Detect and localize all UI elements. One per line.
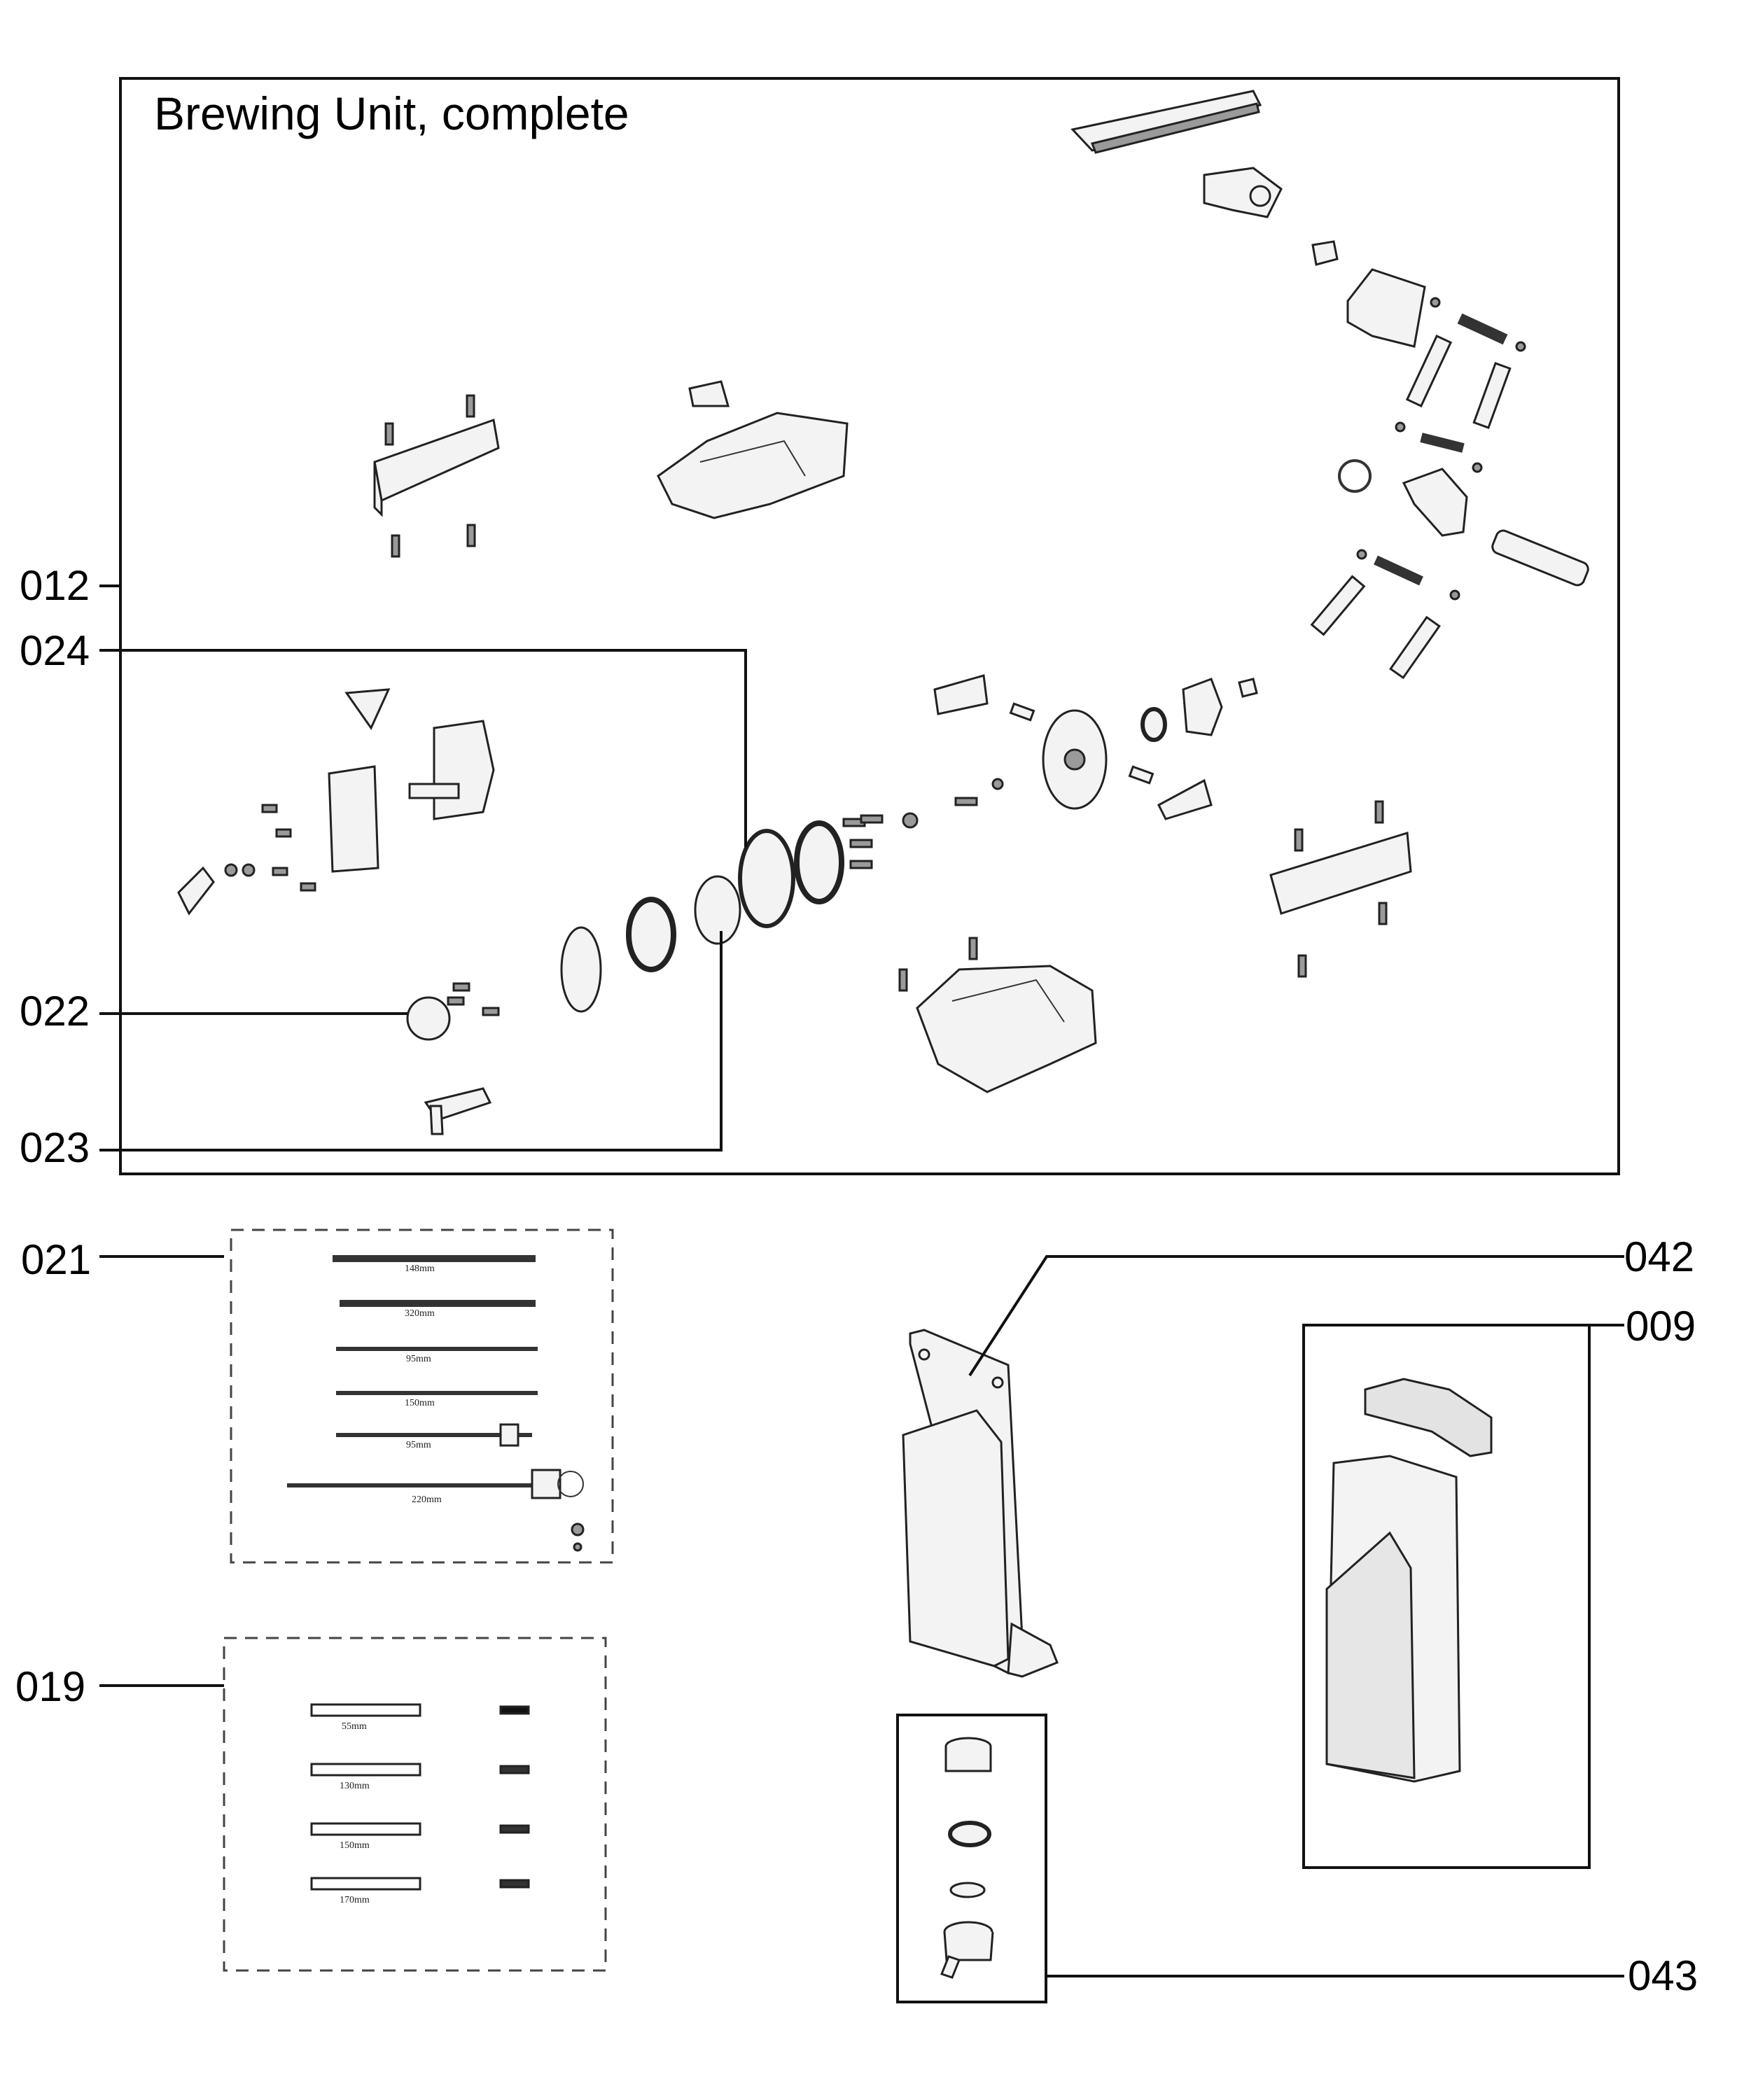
retaining-ring-part [1338,459,1372,493]
tube-length-label: 220mm [412,1494,442,1505]
tube-130: 130mm [310,1763,530,1791]
top-cover-part [1070,90,1262,154]
pin-part [1420,433,1465,453]
slide-bracket-part [373,418,500,517]
nozzle-seal-part [948,1821,991,1847]
nozzle-cap-part [944,1737,992,1772]
spring-parts [842,778,1004,869]
nozzle-sieve-part [949,1882,986,1898]
tube-148: 148mm [333,1255,536,1274]
brewing-unit-frame [119,77,1620,1175]
tube-220: 220mm [287,1469,585,1552]
tube-kit-021-box [230,1228,614,1564]
tube-length-label: 95mm [406,1354,431,1364]
tube-length-label: 130mm [340,1781,370,1791]
gasket-plate-part [328,765,379,873]
o-ring-part [1140,707,1167,742]
small-bracket-part [933,674,989,715]
door-panel-042 [902,1329,1059,1678]
upper-housing-part [657,380,849,519]
crank-cover-part [344,688,391,731]
container-body-part [1325,1455,1461,1783]
tube-length-label: 320mm [405,1308,435,1319]
label-043: 043 [1628,1952,1698,1999]
leader-009: 009 [1589,1303,1696,1350]
leader-043: 043 [1046,1952,1698,1999]
label-012: 012 [20,562,90,609]
leader-024: 024 [20,627,747,847]
tube-95b: 95mm [336,1423,532,1450]
tube-length-label: 55mm [342,1721,367,1732]
leader-012: 012 [20,562,120,609]
tube-95a: 95mm [336,1347,538,1364]
tube-150b: 150mm [310,1822,530,1851]
label-019: 019 [15,1663,85,1710]
leader-022: 022 [20,988,407,1035]
small-filter-disc-022 [406,996,451,1041]
link-plate-part [1310,575,1366,636]
small-screw-parts [224,804,316,892]
lower-housing-part [916,965,1097,1093]
brewing-unit-title: Brewing Unit, complete [154,88,629,139]
tube-170: 170mm [310,1877,530,1905]
gear-wheel-part [1042,709,1108,810]
label-023: 023 [20,1124,90,1171]
pin-part [1457,313,1508,345]
label-009: 009 [1626,1303,1696,1350]
perforated-disc-part [560,926,602,1013]
crank-arm-part [1402,468,1468,537]
lower-slide-part [1269,832,1412,915]
cylinder-seal-part [794,820,844,904]
leader-042: 042 [968,1233,1694,1377]
container-009-box [1302,1324,1591,1869]
label-042: 042 [1624,1233,1694,1280]
cylinder-piston-024 [738,829,795,928]
link-plate-part [1472,362,1512,429]
tube-length-label: 95mm [406,1440,431,1450]
bush-parts [1009,702,1154,785]
pin-part [1374,555,1423,586]
tube-320: 320mm [340,1300,536,1319]
leader-023: 023 [20,931,723,1171]
gear-housing-part [408,720,495,820]
tube-length-label: 170mm [340,1895,370,1905]
tube-kit-019-box [223,1637,607,1972]
label-022: 022 [20,988,90,1035]
latch-bracket-part [1157,778,1213,820]
tube-150: 150mm [336,1391,538,1408]
small-latch-part [1238,678,1258,698]
leader-019: 019 [15,1663,224,1710]
nozzle-body-part [940,1921,994,1979]
cam-lever-part [177,866,215,916]
hinge-bracket-part [1203,167,1283,218]
nozzle-043-box [896,1714,1047,2003]
seal-ring-part [626,897,676,972]
tube-length-label: 150mm [405,1398,435,1408]
tube-55: 55mm [310,1703,530,1732]
disc-screw-parts [447,982,500,1016]
small-circlip-parts [1356,297,1526,601]
link-plate-part [1389,615,1441,680]
leader-021: 021 [21,1236,224,1283]
link-plate-part [1405,335,1453,407]
label-024: 024 [20,627,90,674]
label-021: 021 [21,1236,91,1283]
tube-length-label: 150mm [340,1840,370,1851]
screw-parts [384,394,476,558]
drive-shaft-part [1491,529,1589,587]
lever-housing-part [1346,268,1426,348]
flange-part [1182,678,1223,736]
handle-lever-parts [424,1087,492,1135]
tube-length-label: 148mm [405,1264,435,1274]
small-clip-part [1311,240,1339,266]
piston-head-023 [694,875,741,945]
container-lid-part [1364,1378,1493,1457]
